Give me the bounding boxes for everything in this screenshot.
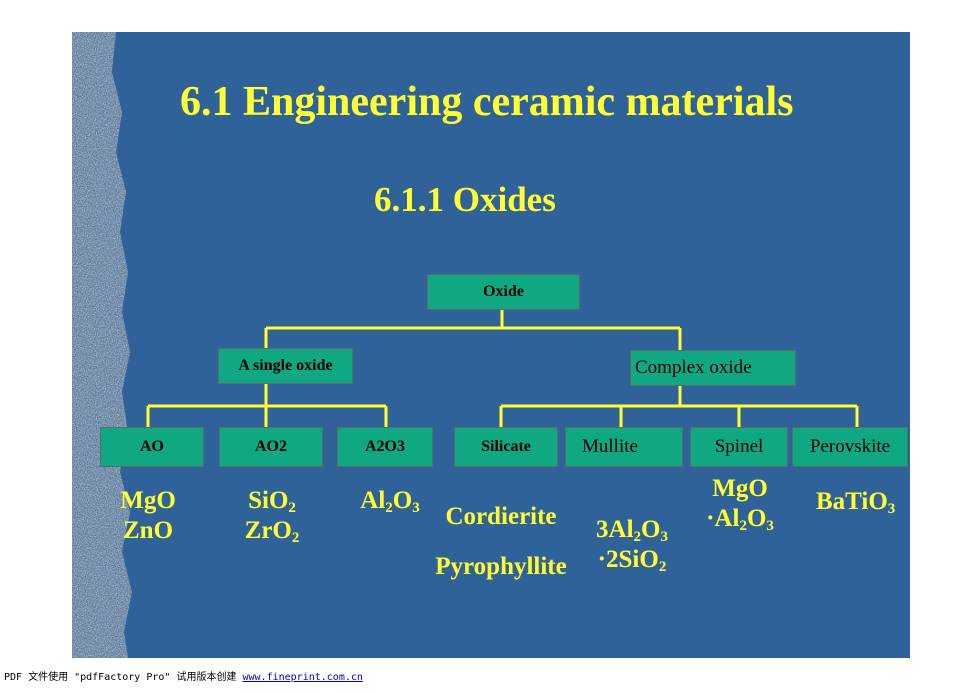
formula-batio3: BaTiO3 bbox=[816, 488, 896, 517]
tree-connectors bbox=[146, 309, 859, 427]
formula-pyrophyllite: Pyrophyllite bbox=[435, 553, 567, 580]
formula-spinel-al2o3: ·Al2O3 bbox=[706, 505, 774, 534]
formula-ao2: SiO2 ZrO2 bbox=[222, 486, 322, 546]
slide-subtitle: 6.1.1 Oxides bbox=[374, 180, 556, 219]
node-a2o3: A2O3 bbox=[337, 427, 433, 467]
pdf-footer: PDF 文件使用 "pdfFactory Pro" 试用版本创建 www.fin… bbox=[4, 668, 363, 683]
formula-zno: ZnO bbox=[122, 517, 174, 544]
formula-3al2o3: 3Al2O3 bbox=[596, 516, 668, 545]
footer-text: PDF 文件使用 "pdfFactory Pro" 试用版本创建 bbox=[4, 672, 243, 683]
formula-spinel: MgO ·Al2O3 bbox=[686, 474, 794, 534]
formula-zro2: ZrO2 bbox=[244, 517, 300, 546]
node-oxide: Oxide bbox=[427, 274, 580, 310]
node-ao2: AO2 bbox=[219, 427, 323, 467]
formula-mgo: MgO bbox=[120, 487, 176, 514]
footer-link[interactable]: www.fineprint.com.cn bbox=[242, 672, 363, 683]
node-mullite: Mullite bbox=[565, 427, 683, 467]
formula-sio2: SiO2 bbox=[248, 487, 296, 516]
node-complex-oxide: Complex oxide bbox=[630, 350, 796, 386]
node-ao: AO bbox=[100, 427, 204, 467]
formula-ao: MgO ZnO bbox=[108, 486, 188, 546]
node-silicate: Silicate bbox=[454, 427, 558, 467]
formula-cordierite: Cordierite bbox=[445, 503, 557, 530]
formula-mullite: 3Al2O3 ·2SiO2 bbox=[576, 515, 688, 575]
granite-border-decoration bbox=[72, 32, 132, 658]
slide: 6.1 Engineering ceramic materials 6.1.1 … bbox=[72, 32, 910, 658]
node-single-oxide: A single oxide bbox=[218, 348, 353, 384]
node-spinel: Spinel bbox=[690, 427, 788, 467]
formula-2sio2: ·2SiO2 bbox=[597, 546, 667, 575]
formula-spinel-mgo: MgO bbox=[712, 475, 768, 502]
formula-al2o3: Al2O3 bbox=[360, 487, 420, 516]
slide-title: 6.1 Engineering ceramic materials bbox=[180, 79, 794, 125]
node-perovskite: Perovskite bbox=[792, 427, 908, 467]
